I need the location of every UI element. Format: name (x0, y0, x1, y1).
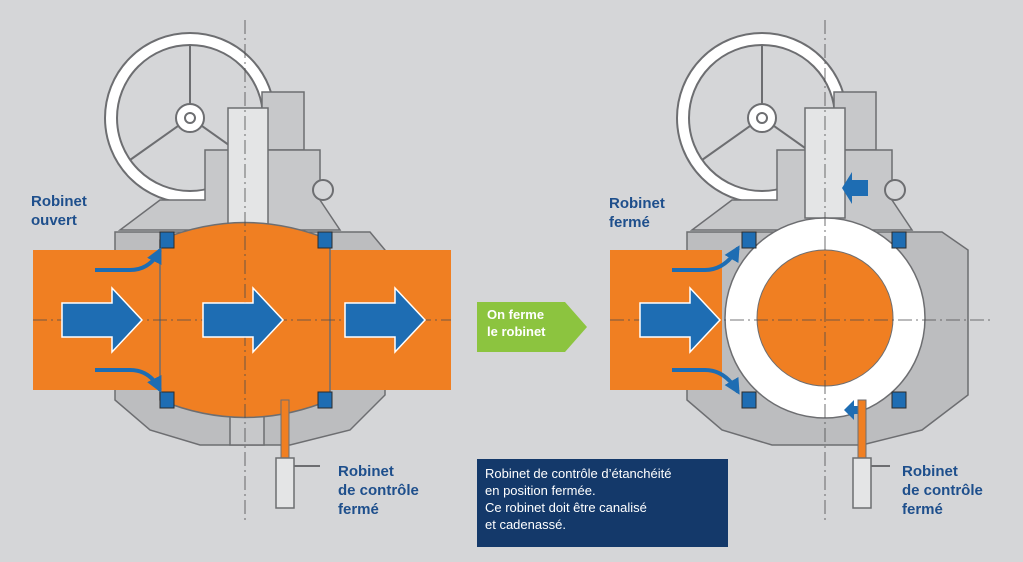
label-left-valve: Robinet ouvert (31, 193, 87, 229)
handwheel-icon (676, 32, 848, 204)
note-box: Robinet de contrôle d’étanchéité en posi… (477, 459, 728, 547)
label-right-valve: Robinet fermé (609, 195, 665, 231)
transition-badge (477, 302, 587, 352)
flow-arrow-icon (61, 286, 144, 354)
check-valve (852, 457, 872, 509)
note-line: Ce robinet doit être canalisé (485, 500, 647, 515)
note-line: Robinet de contrôle d’étanchéité (485, 466, 672, 481)
label-left-check-valve: Robinet de contrôle fermé (338, 463, 419, 518)
check-valve (275, 457, 295, 509)
arrow-left-icon (842, 172, 868, 204)
transition-badge-text: On ferme le robinet (487, 307, 546, 339)
note-line: et cadenassé. (485, 517, 566, 532)
flow-arrow-icon (344, 286, 427, 354)
note-line: en position fermée. (485, 483, 596, 498)
arrow-left-icon (844, 400, 866, 420)
flow-arrow-icon (639, 286, 722, 354)
right-valve (610, 20, 990, 520)
left-valve (33, 20, 451, 520)
lifting-eye (312, 179, 334, 201)
label-right-check-valve: Robinet de contrôle fermé (902, 463, 983, 518)
check-pipe (857, 399, 867, 461)
check-pipe (280, 399, 290, 461)
lifting-eye (884, 179, 906, 201)
flow-arrow-icon (202, 286, 285, 354)
